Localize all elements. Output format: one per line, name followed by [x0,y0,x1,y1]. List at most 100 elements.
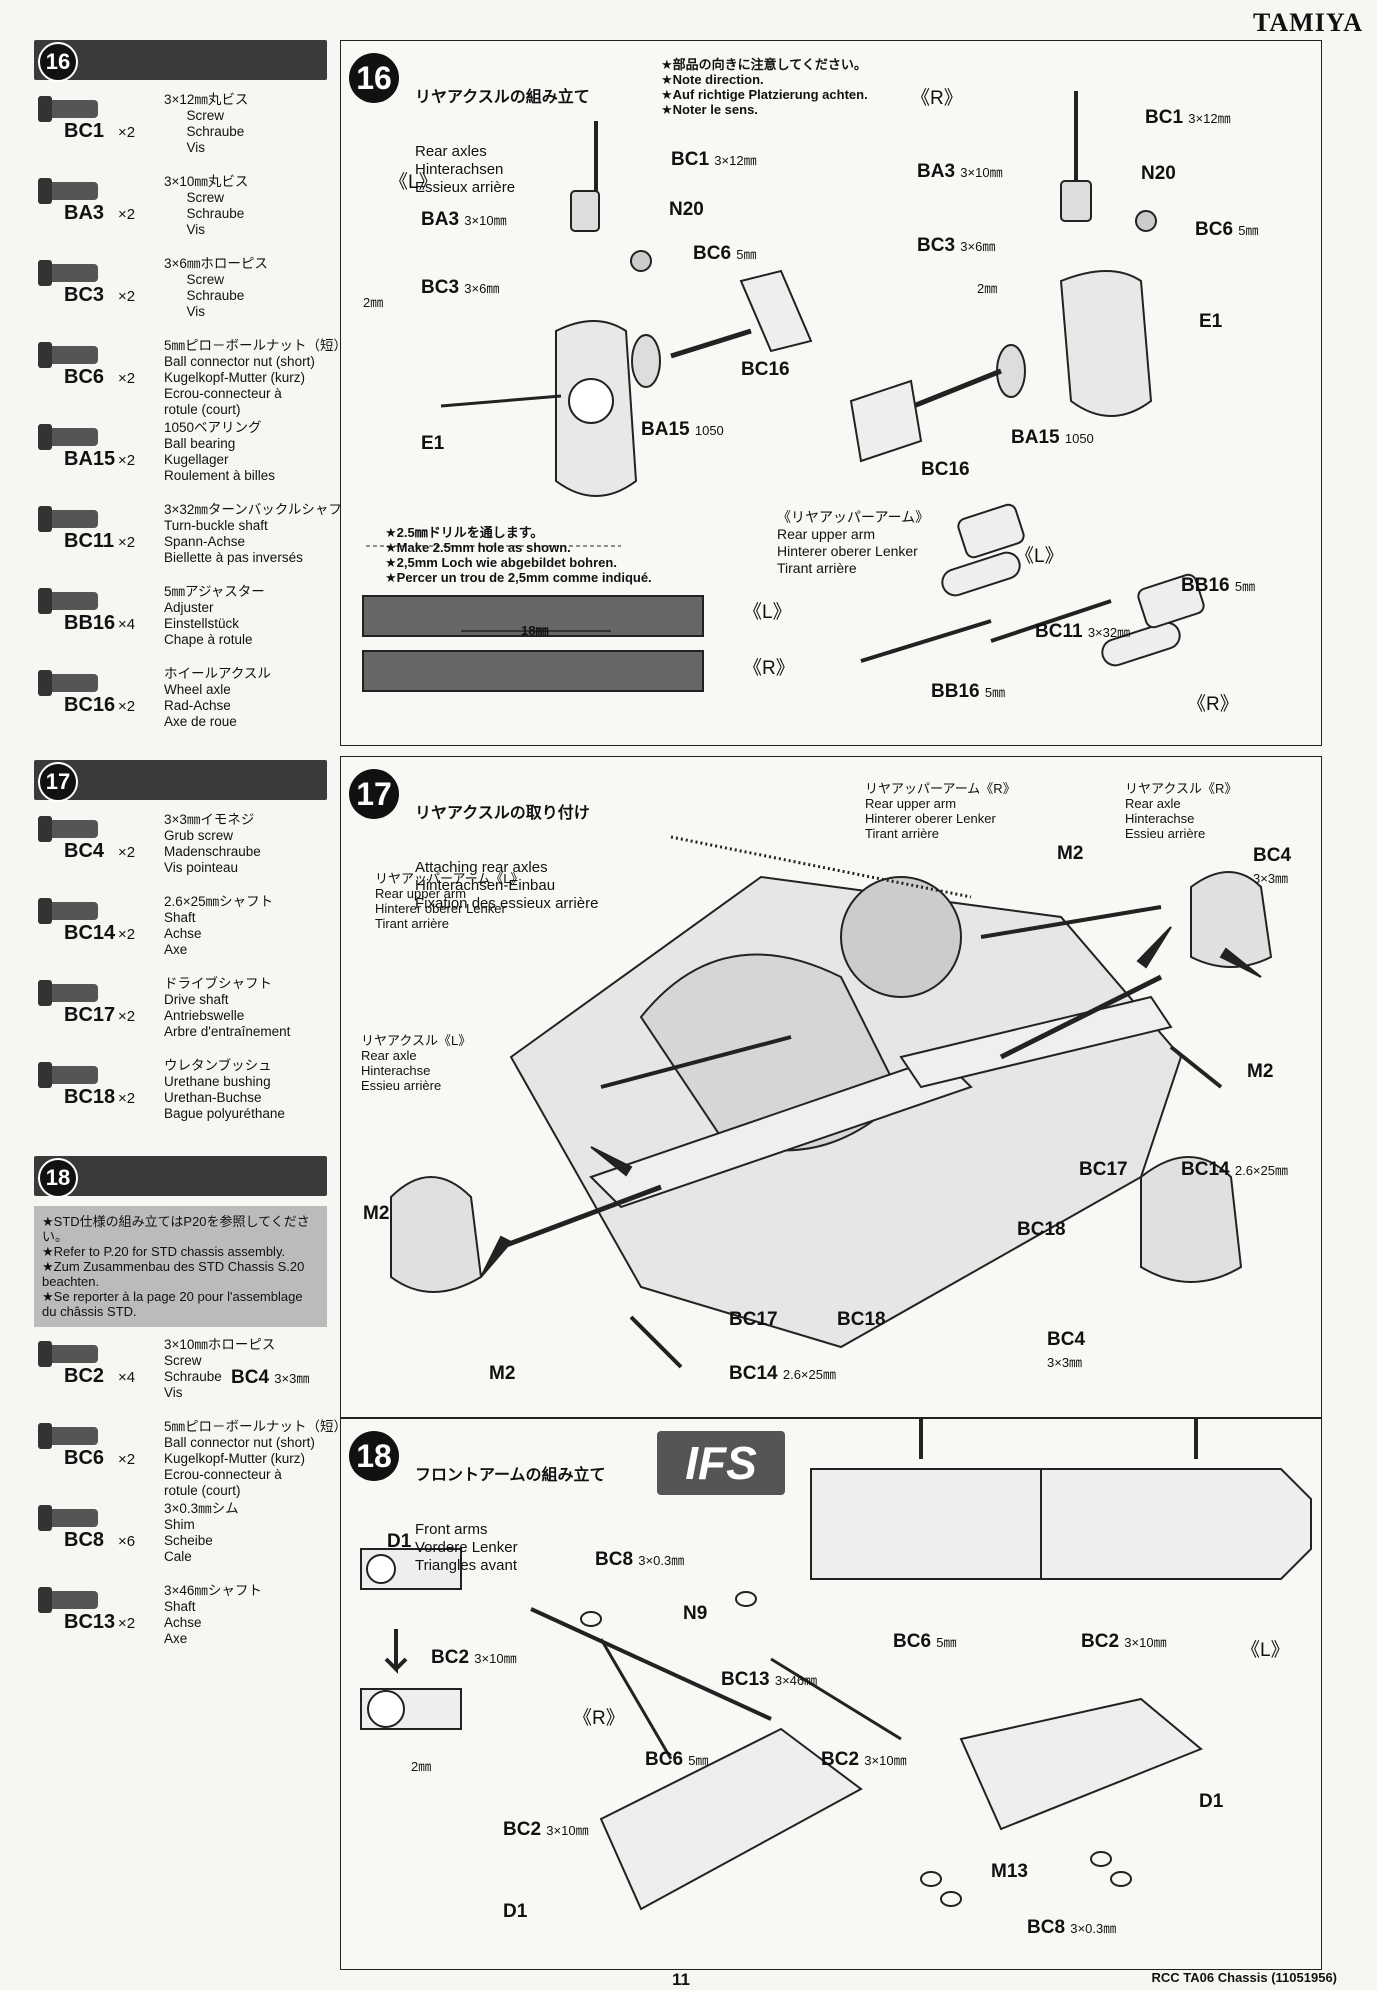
label-ba15-right: BA15 1050 [1011,427,1094,448]
part-illustration [36,422,116,457]
step-16-header: 16 [34,40,327,82]
dim-2mm-right: 2㎜ [977,281,998,296]
step-16-panel: 16 リヤアクスルの組み立て Rear axles Hinterachsen E… [340,40,1322,746]
part-illustration [36,586,116,621]
label-bc6-right: BC6 5㎜ [1195,219,1259,240]
step-16-badge: 16 [349,53,399,103]
part-quantity: ×2 [118,1451,136,1468]
label-m2-left: M2 [363,1203,390,1224]
step-18-title-jp: フロントアームの組み立て [415,1467,606,1484]
label-bc1-right: BC1 3×12㎜ [1145,107,1231,128]
label-bc16-right: BC16 [921,459,970,480]
part-illustration [36,176,116,211]
part-code: BC1 [64,120,105,142]
label-ba15-left: BA15 1050 [641,419,724,440]
right-side-mark: 《R》 [911,88,963,109]
label-e1-right: E1 [1199,311,1223,332]
step-18-panel: 18 フロントアームの組み立て Front arms Vordere Lenke… [340,1418,1322,1970]
label-bc2-middle: BC2 3×10㎜ [821,1749,907,1770]
label-bc6-left: BC6 5㎜ [693,243,757,264]
part-description: 2.6×25㎜シャフト Shaft Achse Axe [164,894,274,957]
rear-axle-l-label: リヤアクスル《L》 Rear axle Hinterachse Essieu a… [361,1033,472,1093]
part-illustration [36,340,116,375]
label-n9: N9 [683,1603,708,1624]
part-description: ドライブシャフト Drive shaft Antriebswelle Arbre… [164,976,291,1039]
part-code: BC13 [64,1611,116,1633]
upper-arm-r-label: リヤアッパーアーム《R》 Rear upper arm Hinterer obe… [865,781,1016,841]
part-quantity: ×2 [118,1008,136,1025]
part-quantity: ×4 [118,1369,136,1386]
manual-footer: RCC TA06 Chassis (11051956) [1151,1970,1337,1985]
part-quantity: ×2 [118,452,136,469]
part-description: 3×10㎜ホローピス Screw Schraube Vis [164,1337,276,1400]
part-code: BC14 [64,922,116,944]
step-16-title-jp: リヤアクスルの組み立て [415,89,590,106]
part-quantity: ×2 [118,1090,136,1107]
label-ba3-left: BA3 3×10㎜ [421,209,507,230]
part-quantity: ×2 [118,370,136,387]
rear-axle-r-label: リヤアクスル《R》 Rear axle Hinterachse Essieu a… [1125,781,1238,841]
label-bc2-right: BC2 3×10㎜ [1081,1631,1167,1652]
label-bb16-bottom: BB16 5㎜ [931,681,1006,702]
part-description: 5㎜ピロ－ボールナット（短） Ball connector nut (short… [164,338,348,417]
step-17-title-jp: リヤアクスルの取り付け [415,805,590,822]
step-16-title: リヤアクスルの組み立て Rear axles Hinterachsen Essi… [415,53,590,233]
label-bc1-left: BC1 3×12㎜ [671,149,757,170]
step-17-title-text: Attaching rear axles Hinterachsen-Einbau… [415,859,599,912]
label-bc8-bottom: BC8 3×0.3㎜ [1027,1917,1117,1938]
dim-2mm-left: 2㎜ [363,295,384,310]
part-code: BC2 [64,1365,105,1387]
label-d1-right: D1 [1199,1791,1224,1812]
part-code: BC16 [64,694,116,716]
upper-arm-title: 《リヤアッパーアーム》 Rear upper arm Hinterer ober… [777,509,930,576]
part-code: BC6 [64,366,105,388]
part-code: BA3 [64,202,105,224]
label-bc18-right: BC18 [1017,1219,1066,1240]
label-n20-left: N20 [669,199,704,220]
part-illustration [36,1060,116,1095]
dim-2mm: 2㎜ [411,1759,432,1774]
dim-left-mark: 《L》 [743,602,792,623]
rear-axle-assembly-drawing [362,91,1205,692]
part-quantity: ×2 [118,124,136,141]
part-quantity: ×2 [118,926,136,943]
part-illustration [36,1503,116,1538]
front-arm-assembly-drawing [360,1419,1312,1911]
label-bc11: BC11 3×32㎜ [1035,621,1131,642]
label-m13: M13 [991,1861,1028,1882]
step-18-header: 18 [34,1156,327,1198]
label-bc17-right: BC17 [1079,1159,1128,1180]
step-18-title: フロントアームの組み立て Front arms Vordere Lenker T… [415,1431,606,1611]
part-code: BC17 [64,1004,116,1026]
part-description: 5㎜アジャスター Adjuster Einstellstück Chape à … [164,584,265,647]
label-bc2-detail: BC2 3×10㎜ [431,1647,517,1668]
label-m2-bottom: M2 [489,1363,516,1384]
part-description: 3×46㎜シャフト Shaft Achse Axe [164,1583,262,1646]
dim-18mm: 18㎜ [521,623,549,638]
label-n20-right: N20 [1141,163,1176,184]
part-quantity: ×2 [118,288,136,305]
part-item: BC14×2 2.6×25㎜シャフト Shaft Achse Axe [34,892,327,974]
step-17-badge: 17 [349,769,399,819]
part-quantity: ×2 [118,534,136,551]
part-illustration [36,258,116,293]
part-illustration [36,504,116,539]
part-code: BC11 [64,530,115,552]
step-16-title-text: Rear axles Hinterachsen Essieux arrière [415,143,516,196]
step-number: 16 [38,42,78,82]
part-item: BC2 ×4 3×10㎜ホローピス Screw Schraube Vis [34,1335,327,1417]
left-side-mark: 《L》 [1241,1640,1290,1661]
label-bc3-right: BC3 3×6㎜ [917,235,996,256]
part-description: 3×32㎜ターンバックルシャフト Turn-buckle shaft Spann… [164,502,356,565]
label-bc4-left: BC4 3×3㎜ [231,1367,310,1388]
part-code: BC18 [64,1086,116,1108]
page-number: 11 [672,1970,690,1989]
label-bc2-left: BC2 3×10㎜ [503,1819,589,1840]
